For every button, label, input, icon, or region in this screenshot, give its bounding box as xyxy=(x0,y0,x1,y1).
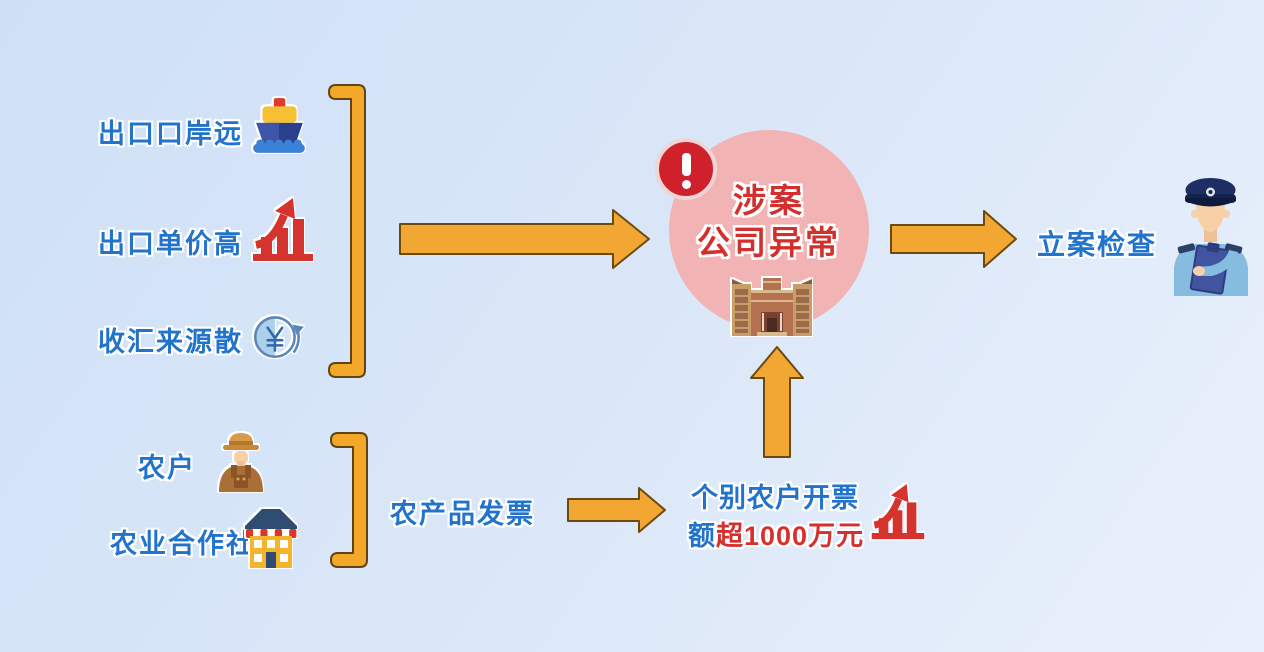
invoice-label: 农产品发票 xyxy=(390,499,535,529)
risk-signal-forex-label: 收汇来源散 xyxy=(98,327,243,357)
finding-line2-amount: 超1000万元 xyxy=(716,521,865,551)
arrow-invoice-to-finding xyxy=(567,487,666,533)
ship-icon xyxy=(253,98,305,153)
action-label: 立案检查 xyxy=(1037,229,1158,260)
source-farmer-label: 农户 xyxy=(138,453,196,483)
risk-signal-export-port-label: 出口口岸远 xyxy=(98,119,243,149)
finding-line2-prefix: 额 xyxy=(688,521,716,551)
inspector-icon xyxy=(1174,178,1248,296)
finding-line1: 个别农户开票 xyxy=(691,483,859,513)
arrow-signals-to-company xyxy=(399,209,650,269)
finding-line2: 额超1000万元 xyxy=(688,514,864,553)
source-coop-label: 农业合作社 xyxy=(110,529,255,559)
top-group-bracket xyxy=(328,84,366,378)
alert-exclamation-icon xyxy=(655,138,717,200)
risk-signal-export-price-label: 出口单价高 xyxy=(98,229,243,259)
company-building-icon xyxy=(732,278,812,336)
suspect-company-line1: 涉案 xyxy=(733,182,805,219)
farmer-icon xyxy=(219,433,263,492)
bottom-group-bracket xyxy=(330,432,368,568)
currency-cycle-icon xyxy=(253,316,304,359)
arrow-finding-to-company xyxy=(750,346,804,458)
rising-chart-icon xyxy=(253,198,313,261)
rising-chart-icon xyxy=(871,484,925,540)
arrow-company-to-action xyxy=(890,210,1017,268)
coop-building-icon xyxy=(245,509,297,568)
suspect-company-line2: 公司异常 xyxy=(697,224,841,261)
